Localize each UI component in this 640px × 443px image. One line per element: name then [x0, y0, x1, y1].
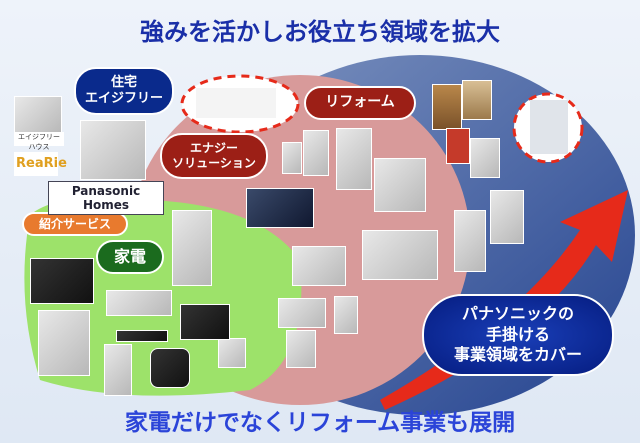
washing-machine-photo: [38, 310, 90, 376]
agefree-house-photo: [14, 96, 62, 134]
label-line: ソリューション: [172, 156, 256, 170]
label-referral-service: 紹介サービス: [22, 212, 128, 236]
solar-panel-photo: [246, 188, 314, 228]
label-line: 住宅: [110, 74, 137, 90]
label-appliances: 家電: [96, 240, 164, 274]
kitchen-photo: [374, 158, 426, 212]
callout-line: パナソニックの: [461, 303, 574, 323]
slide-title: 強みを活かしお役立ち領域を拡大: [140, 18, 500, 46]
refrigerator-photo: [172, 210, 212, 286]
callout-line: 事業領域をカバー: [453, 345, 582, 365]
rearie-logo: ReaRie: [14, 152, 67, 176]
label-line: エイジフリー: [84, 91, 163, 106]
bathroom-photo: [470, 138, 500, 178]
ev-charger-photo: [530, 100, 568, 154]
showcase-photo: [454, 210, 486, 272]
door-photo: [432, 84, 462, 130]
commercial-fridge-photo: [490, 190, 524, 244]
callout-line: 手掛ける: [485, 324, 550, 344]
house-photo: [80, 120, 146, 180]
red-panel-photo: [446, 128, 470, 164]
growth-arrow: [380, 190, 628, 410]
builtin-stove-photo: [278, 298, 326, 328]
rice-cooker-photo: [150, 348, 190, 388]
vanity-photo: [336, 128, 372, 190]
toilet-photo: [286, 330, 316, 368]
outdoor-unit-photo: [218, 338, 246, 368]
unit-photo: [303, 130, 329, 176]
microwave-photo: [180, 304, 230, 340]
living-room-photo: [362, 230, 438, 280]
recorder-photo: [116, 330, 168, 342]
tv-photo: [30, 258, 94, 304]
entrance-photo: [462, 80, 492, 120]
label-energy-solution: エナジー ソリューション: [160, 133, 268, 179]
label-line: エナジー: [189, 141, 238, 155]
care-products-photo: [196, 88, 276, 118]
label-housing-agefree: 住宅 エイジフリー: [74, 67, 174, 115]
bottom-caption: 家電だけでなくリフォーム事業も展開: [124, 410, 516, 436]
panasonic-homes-logo: Panasonic Homes: [48, 181, 164, 215]
coverage-callout: パナソニックの 手掛ける 事業領域をカバー: [422, 294, 614, 376]
label-reform: リフォーム: [304, 86, 416, 120]
agefree-house-logo: エイジフリー ハウス: [14, 132, 64, 151]
air-conditioner-photo: [106, 290, 172, 316]
water-heater-photo: [334, 296, 358, 334]
boiler-photo: [282, 142, 302, 174]
ih-cooker-photo: [292, 246, 346, 286]
humidifier-photo: [104, 344, 132, 396]
